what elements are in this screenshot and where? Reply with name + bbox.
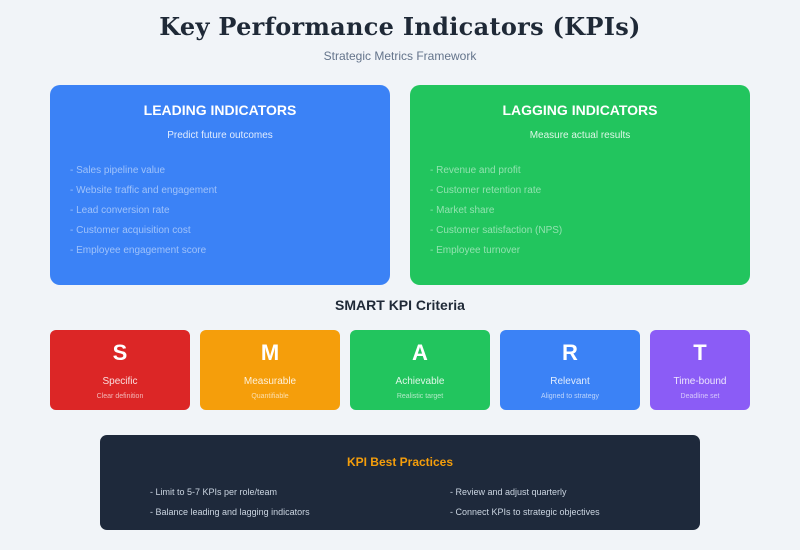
leading-panel-title: LEADING INDICATORS: [143, 102, 297, 118]
list-item: - Lead conversion rate: [70, 205, 170, 216]
list-item: - Market share: [430, 205, 495, 216]
smart-description: Deadline set: [680, 393, 720, 400]
smart-letter: M: [260, 340, 280, 365]
smart-word: Measurable: [243, 376, 297, 387]
list-item: - Website traffic and engagement: [70, 185, 217, 196]
smart-card-achievable: A Achievable Realistic target: [350, 330, 490, 410]
list-item: - Employee turnover: [430, 245, 521, 256]
smart-card-specific: S Specific Clear definition: [50, 330, 190, 410]
practice-item: - Review and adjust quarterly: [450, 487, 567, 497]
smart-word: Time-bound: [673, 376, 727, 387]
smart-letter: A: [412, 340, 428, 365]
smart-card-relevant: R Relevant Aligned to strategy: [500, 330, 640, 410]
list-item: - Employee engagement score: [70, 245, 207, 256]
lagging-indicators-list: - Revenue and profit - Customer retentio…: [430, 165, 562, 265]
lagging-indicators-panel: LAGGING INDICATORS Measure actual result…: [410, 85, 750, 285]
lagging-panel-title: LAGGING INDICATORS: [502, 102, 658, 118]
smart-criteria-heading: SMART KPI Criteria: [335, 297, 465, 313]
best-practices-panel: KPI Best Practices - Limit to 5-7 KPIs p…: [100, 435, 700, 530]
smart-word: Specific: [102, 376, 138, 387]
lagging-panel-subtitle: Measure actual results: [529, 130, 631, 141]
smart-card-time-bound: T Time-bound Deadline set: [650, 330, 750, 410]
smart-letter: T: [693, 340, 707, 365]
list-item: - Customer acquisition cost: [70, 225, 191, 236]
page-subtitle: Strategic Metrics Framework: [323, 49, 477, 63]
list-item: - Customer retention rate: [430, 185, 542, 196]
list-item: - Sales pipeline value: [70, 165, 166, 176]
practice-item: - Balance leading and lagging indicators: [150, 507, 310, 517]
smart-description: Clear definition: [96, 393, 144, 400]
leading-indicators-panel: LEADING INDICATORS Predict future outcom…: [50, 85, 390, 285]
smart-card-measurable: M Measurable Quantifiable: [200, 330, 340, 410]
smart-description: Realistic target: [396, 393, 444, 400]
list-item: - Revenue and profit: [430, 165, 521, 176]
smart-word: Relevant: [550, 376, 590, 387]
smart-description: Quantifiable: [251, 393, 289, 400]
smart-letter: R: [562, 340, 578, 365]
smart-description: Aligned to strategy: [541, 393, 599, 400]
leading-panel-subtitle: Predict future outcomes: [167, 130, 273, 141]
practice-item: - Limit to 5-7 KPIs per role/team: [150, 487, 278, 497]
leading-indicators-list: - Sales pipeline value - Website traffic…: [70, 165, 217, 265]
practice-item: - Connect KPIs to strategic objectives: [450, 507, 600, 517]
page-title: Key Performance Indicators (KPIs): [159, 12, 641, 41]
smart-word: Achievable: [395, 376, 445, 387]
list-item: - Customer satisfaction (NPS): [430, 225, 563, 236]
best-practices-title: KPI Best Practices: [346, 455, 454, 469]
smart-letter: S: [112, 340, 128, 365]
